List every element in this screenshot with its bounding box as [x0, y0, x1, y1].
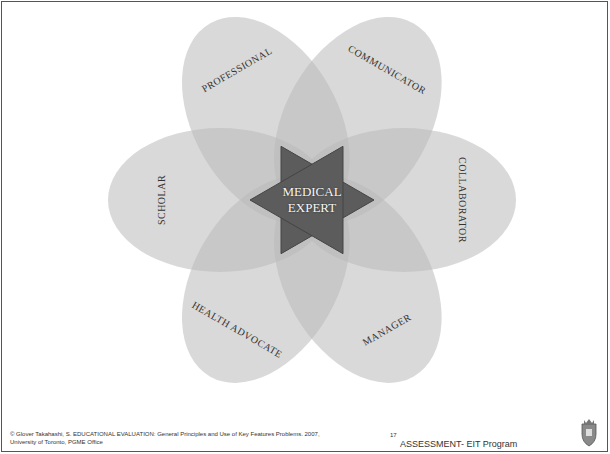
program-footer: ASSESSMENT- EIT Program: [400, 439, 560, 450]
central-star: MEDICAL EXPERT: [250, 138, 374, 262]
competency-label: SCHOLAR: [156, 175, 168, 225]
citation-note: © Glover Takahashi, S. EDUCATIONAL EVALU…: [10, 430, 328, 446]
competency-label: COLLABORATOR: [456, 157, 468, 243]
slide-number: 17: [390, 431, 410, 439]
center-label: MEDICAL EXPERT: [267, 184, 357, 216]
crest-icon: [582, 419, 596, 446]
petal-fill: [240, 147, 477, 413]
